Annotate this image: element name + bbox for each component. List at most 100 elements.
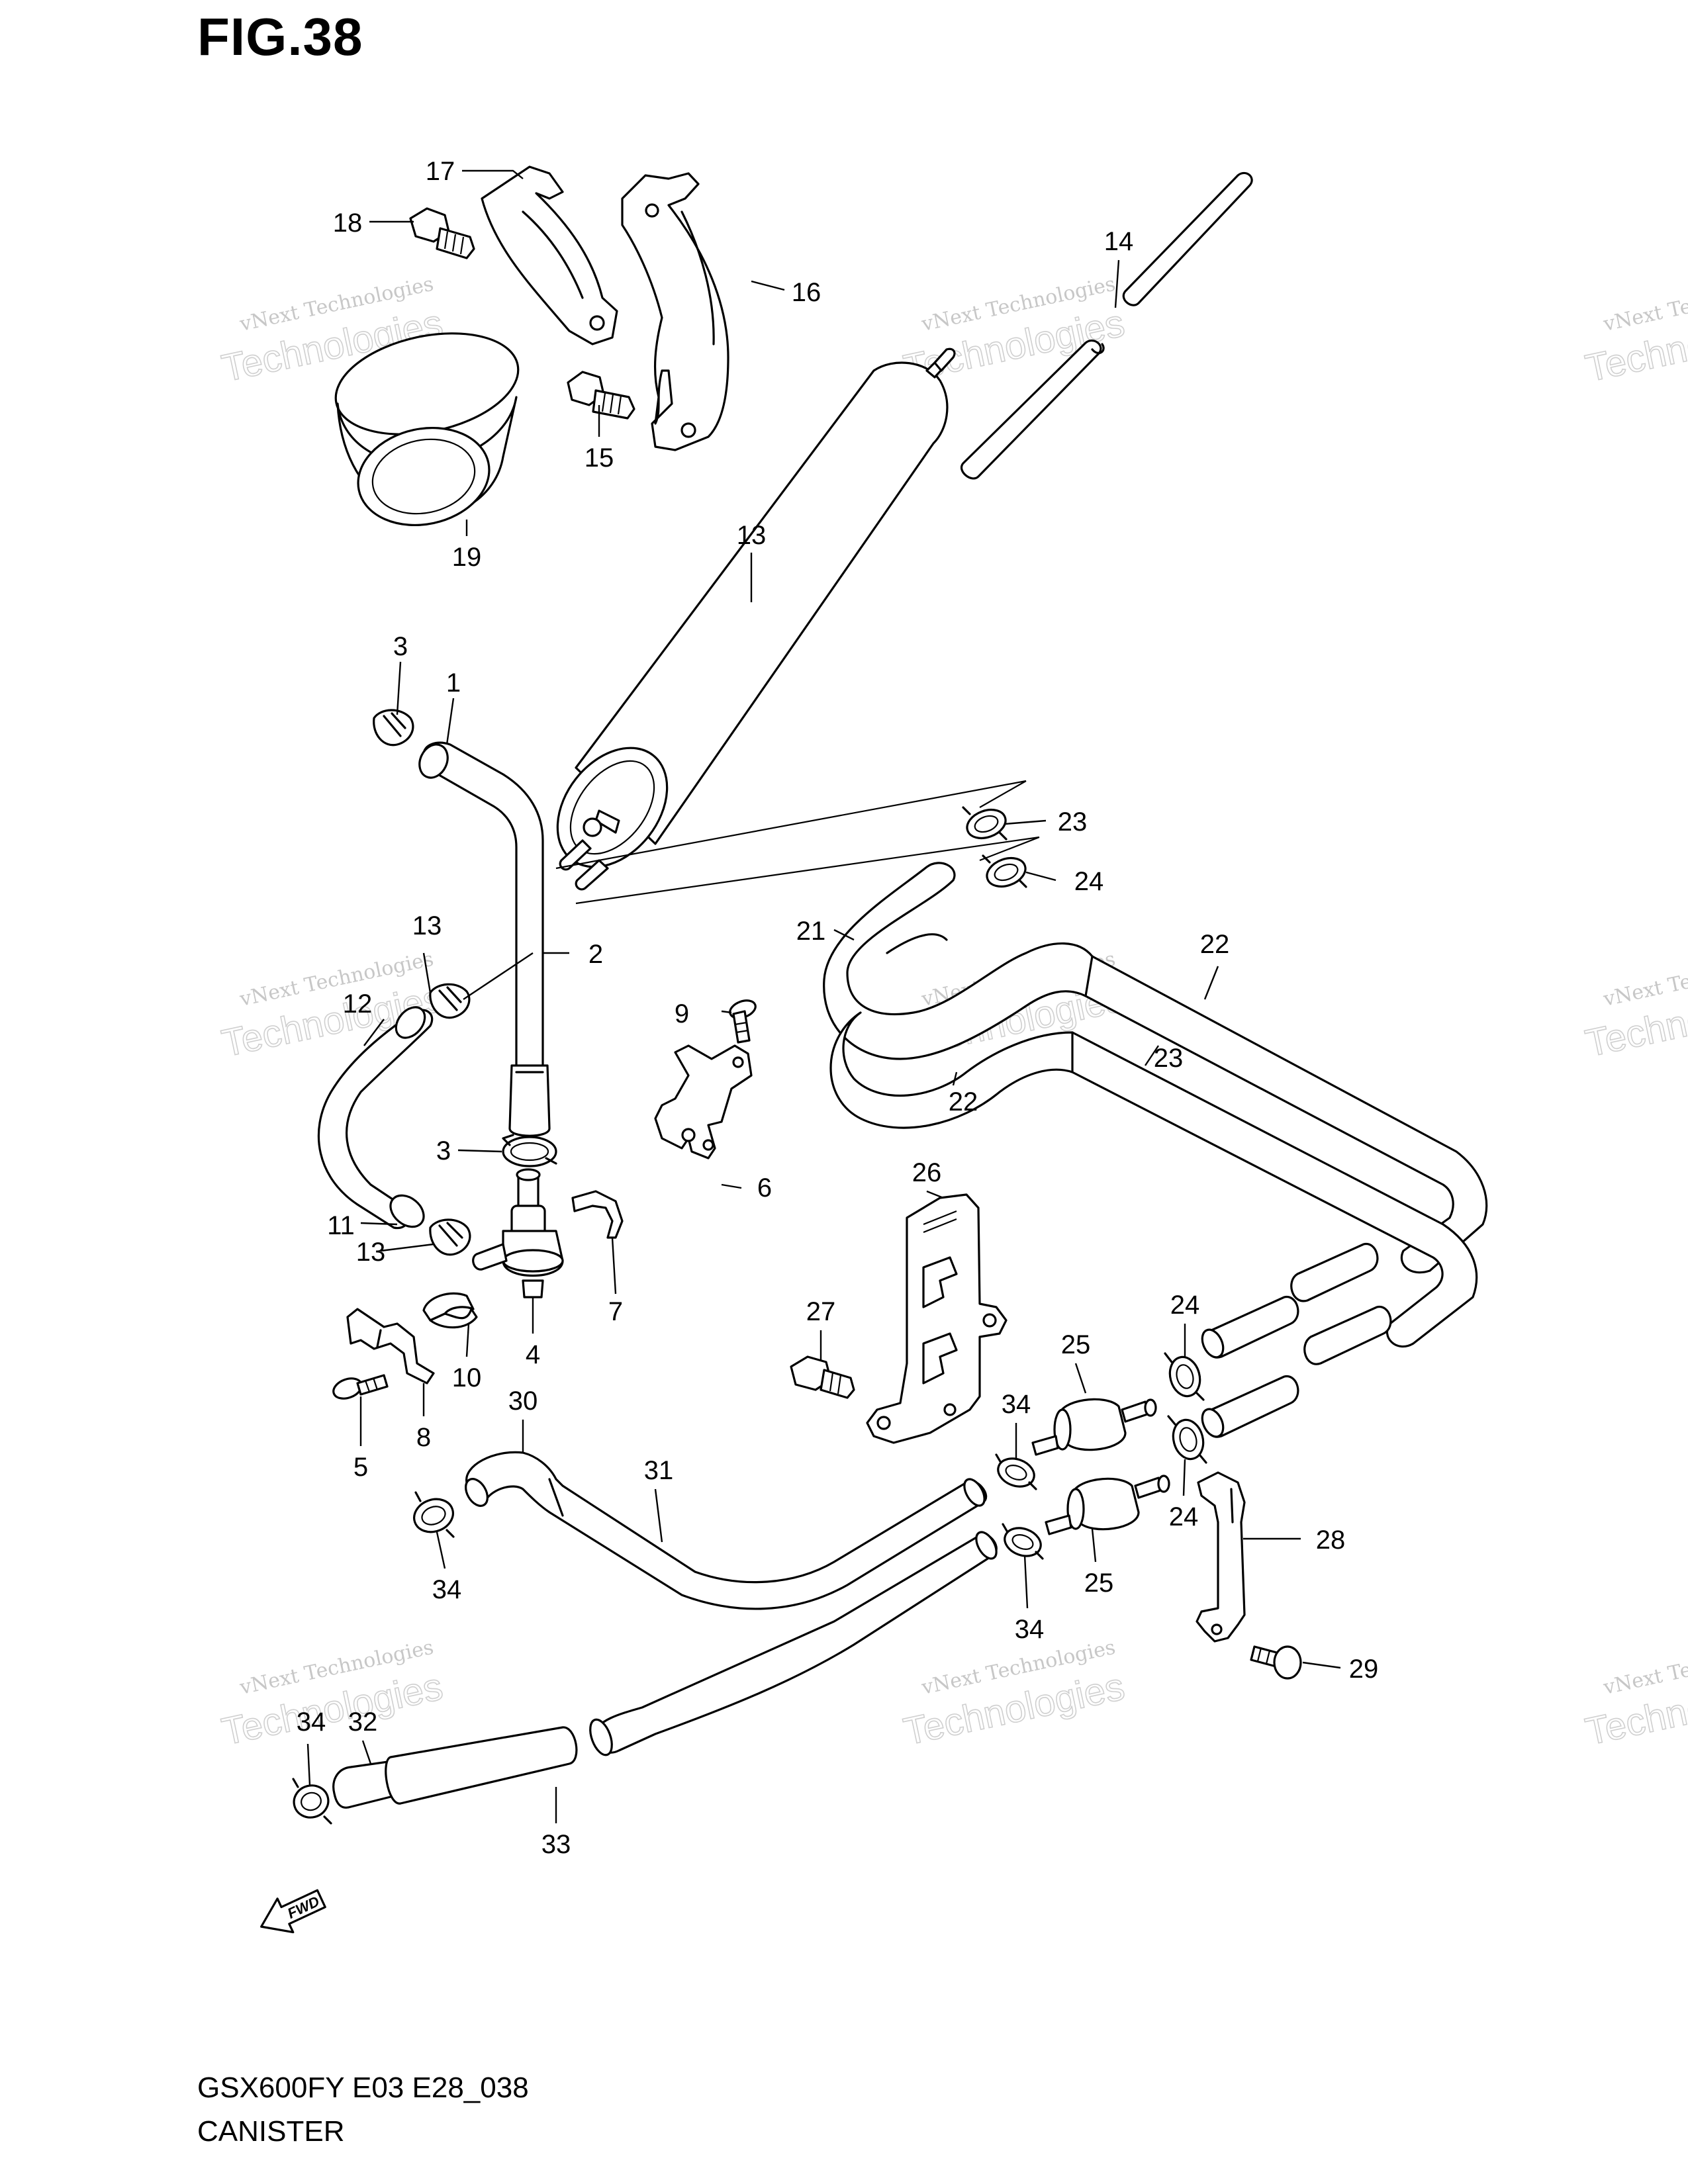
clamp-part-34-right-top [995, 1453, 1037, 1490]
callout-5: 6 [757, 1173, 772, 1203]
bracket-part-5 [654, 1044, 753, 1160]
callout-9: 10 [452, 1363, 482, 1392]
callout-3-top: 3 [393, 632, 408, 661]
clamp-part-24-bottom [1167, 1415, 1207, 1464]
callout-20: 19 [452, 543, 482, 572]
clamp-part-23-top [962, 806, 1008, 841]
hose-part-1-2 [418, 741, 551, 1137]
callout-numbers: 17 18 16 15 14 19 13 3 1 23 24 21 22 23 … [297, 157, 1379, 1859]
callout-23-bottom: 24 [1074, 867, 1104, 896]
callout-16: 16 [792, 278, 821, 307]
callout-2: 2 [588, 940, 603, 969]
watermark-text: vNext Technologies [1601, 273, 1688, 336]
callout-29: 29 [1349, 1655, 1379, 1684]
bracket-part-28 [1196, 1471, 1246, 1643]
screw-part-29 [1250, 1645, 1302, 1680]
callout-17: 15 [585, 443, 614, 473]
callout-1: 1 [446, 668, 461, 698]
callout-33: 33 [541, 1830, 571, 1859]
cushion-part-20 [334, 332, 520, 527]
watermark-bottom-right: vNext Technologies Technologies [1581, 1636, 1688, 1754]
bolt-part-19 [409, 207, 475, 259]
callout-13-top: 13 [412, 911, 442, 940]
hose-part-30-31 [465, 1451, 988, 1610]
hose-part-12 [317, 1006, 434, 1230]
callout-25-bottom: 25 [1084, 1569, 1114, 1598]
callout-22-bottom: 23 [1154, 1044, 1184, 1073]
watermark-mid-right: vNext Technologies Technologies [1581, 948, 1688, 1066]
hose-part-32-33 [332, 1531, 998, 1809]
callout-13-bottom: 13 [356, 1238, 386, 1267]
figure-model-code: GSX600FY E03 E28_038 [197, 2071, 529, 2104]
bolt-part-17 [567, 371, 635, 420]
watermark-mid-left: vNext Technologies Technologies [218, 948, 447, 1066]
callout-34-bottom-left: 34 [297, 1707, 326, 1737]
callout-19: 18 [333, 208, 363, 238]
callout-18: 17 [426, 157, 455, 186]
clamp-part-34-left-mid [413, 1491, 455, 1538]
figure-title: FIG.38 [197, 7, 363, 66]
callout-22-top: 22 [1200, 930, 1230, 959]
clamp-part-13-top [429, 983, 471, 1019]
screw-part-7 [729, 999, 757, 1044]
callout-15: 14 [1104, 227, 1134, 256]
clamp-part-23-bottom [982, 854, 1027, 888]
watermark-text: vNext Technologies [1601, 1636, 1688, 1700]
bracket-part-18 [481, 165, 618, 345]
callout-24-top: 24 [1170, 1291, 1200, 1320]
clamp-part-13-bottom [429, 1218, 471, 1256]
callout-6: 7 [608, 1297, 623, 1326]
callout-4: 4 [526, 1340, 540, 1369]
callout-7: 9 [675, 999, 689, 1028]
clamp-part-3-top [373, 709, 414, 747]
hose-part-21-22-upper [823, 862, 1488, 1274]
callout-8: 8 [416, 1423, 431, 1452]
watermark-bottom-left: vNext Technologies Technologies [218, 1636, 447, 1754]
watermark-top-right: vNext Technologies Technologies [1581, 273, 1688, 391]
callout-34-left-mid: 34 [432, 1575, 462, 1604]
callout-14: 13 [737, 521, 767, 550]
leader-lines [306, 169, 1341, 1823]
callout-34-right-top: 34 [1002, 1390, 1031, 1419]
callout-27: 27 [806, 1297, 836, 1326]
tube-set-right [1201, 1243, 1392, 1438]
clamp-part-3-mid [502, 1134, 557, 1167]
callout-10: 5 [353, 1453, 368, 1482]
clamp-part-34-bottom-left [292, 1778, 332, 1825]
figure-name: CANISTER [197, 2115, 345, 2148]
callout-25-top: 25 [1061, 1330, 1091, 1359]
callout-34-right-bottom: 34 [1015, 1615, 1045, 1644]
hose-part-21-22-lower [829, 1011, 1478, 1348]
clip-part-9 [422, 1292, 478, 1329]
canister-part-14 [556, 347, 956, 891]
callout-21-top: 21 [796, 917, 826, 946]
callout-21-bottom: 22 [949, 1087, 978, 1116]
clamp-part-24-top [1164, 1352, 1205, 1401]
hose-part-15 [961, 171, 1253, 480]
clip-part-6 [571, 1190, 624, 1239]
callout-28: 28 [1316, 1525, 1346, 1555]
watermark-bottom-center: vNext Technologies Technologies [900, 1636, 1129, 1754]
fwd-arrow-icon: FWD [260, 1889, 326, 1934]
callout-31: 31 [644, 1456, 674, 1485]
callout-3-mid: 3 [436, 1136, 451, 1165]
callout-30: 30 [508, 1387, 538, 1416]
bracket-part-8 [346, 1308, 435, 1385]
callout-11: 11 [327, 1211, 355, 1240]
clamp-part-34-right-bottom [1002, 1523, 1044, 1560]
callout-26: 26 [912, 1158, 942, 1187]
callout-23-top: 23 [1058, 807, 1088, 837]
bolt-part-27 [790, 1355, 855, 1399]
filter-part-25-bottom [1045, 1475, 1170, 1535]
screw-part-10 [332, 1374, 389, 1400]
filter-part-25-top [1031, 1398, 1157, 1456]
callout-12: 12 [343, 989, 373, 1019]
plate-part-26 [866, 1193, 1008, 1444]
bracket-part-16 [621, 172, 729, 451]
callout-32: 32 [348, 1707, 378, 1737]
watermark-text: vNext Technologies [1601, 948, 1688, 1011]
valve-part-4 [472, 1168, 564, 1298]
callout-24-bottom: 24 [1169, 1502, 1199, 1531]
